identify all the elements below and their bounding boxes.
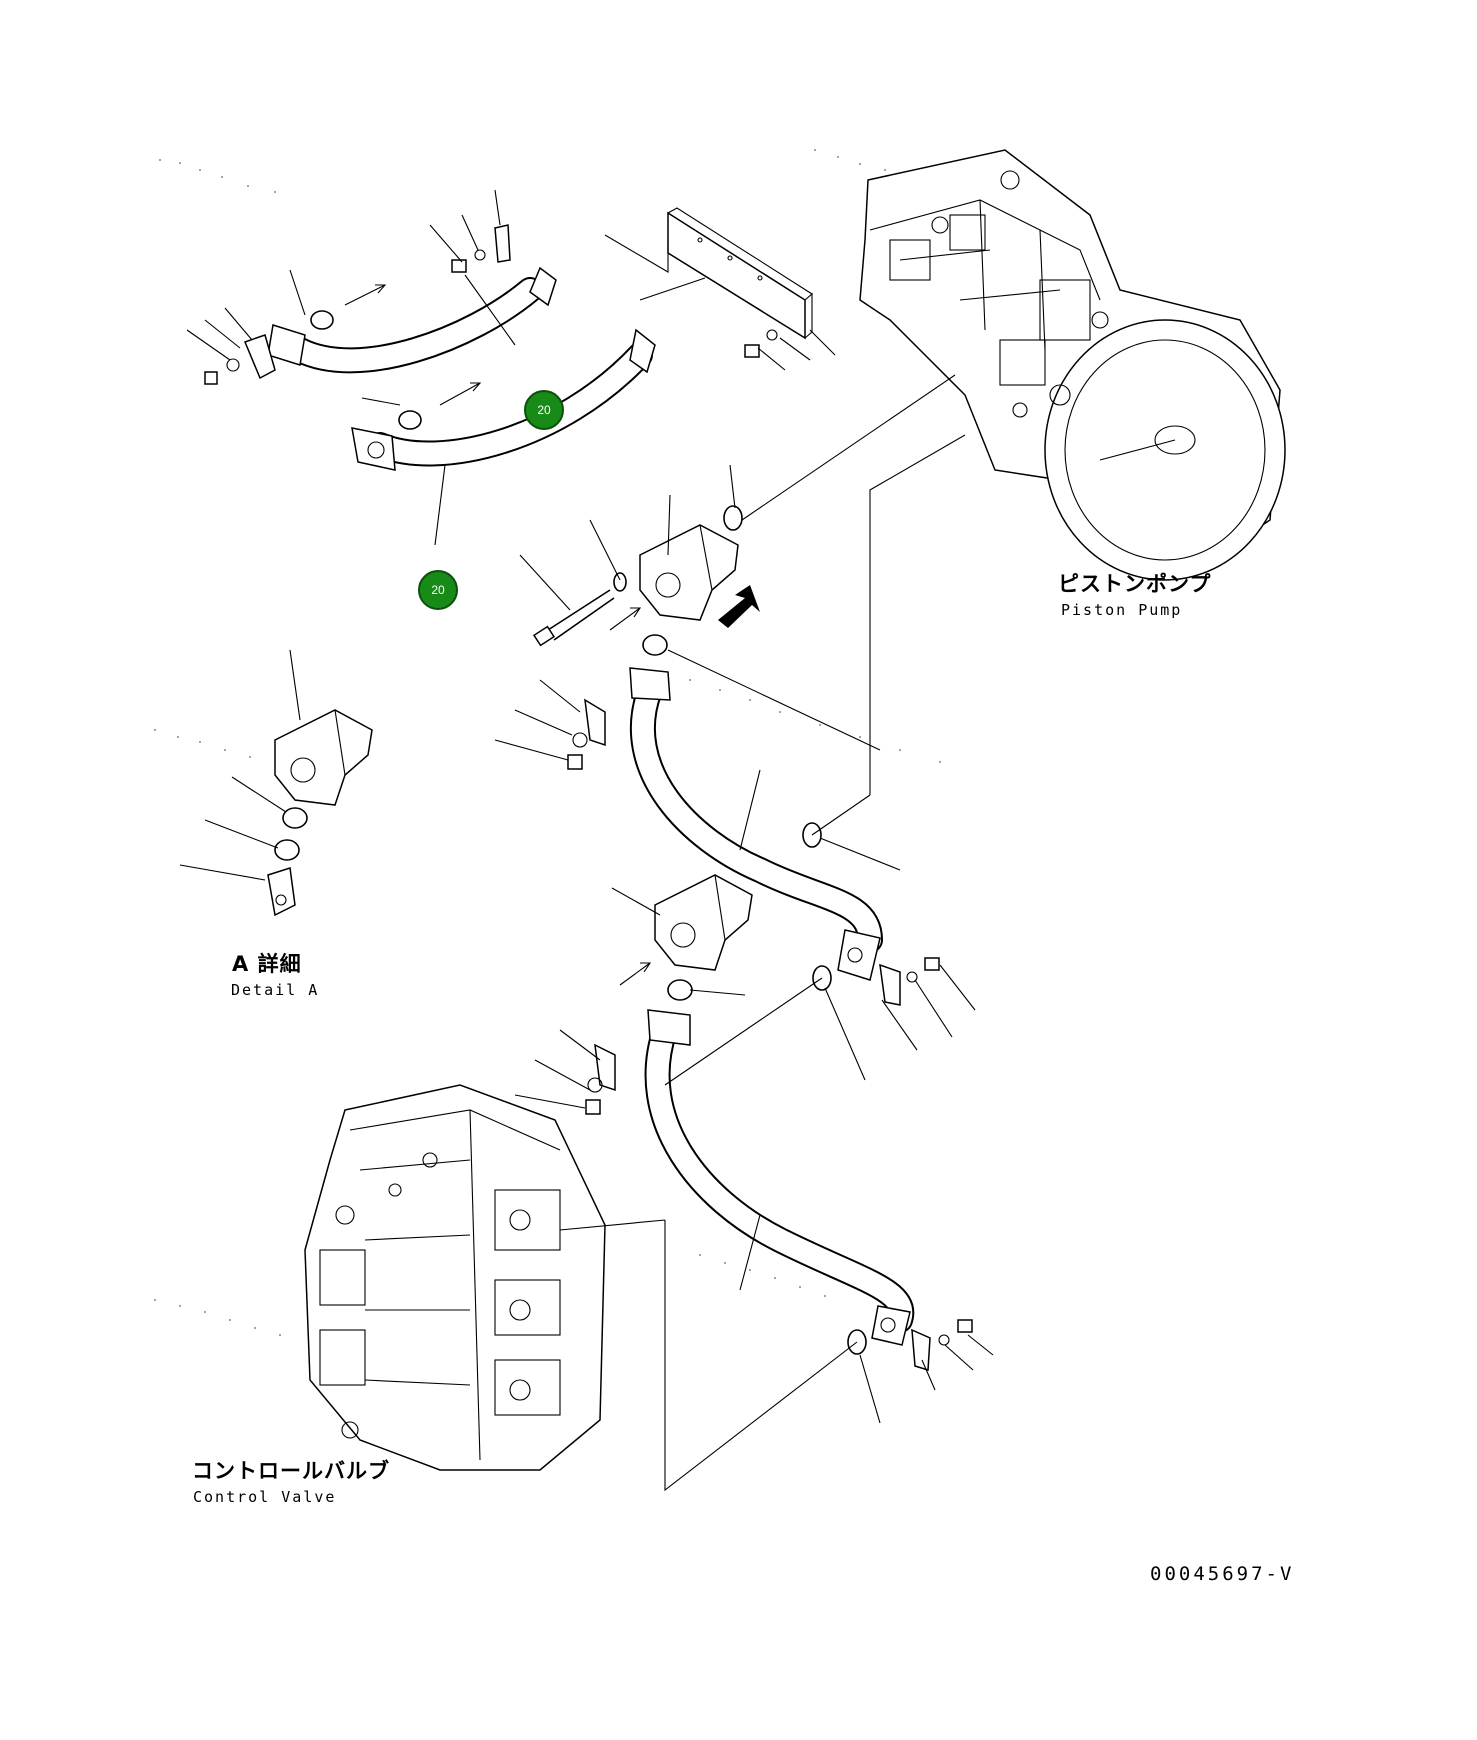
elbow-block-middle [654,874,753,971]
lower-hose [644,1009,915,1346]
detail-a-label-en: Detail A [231,981,320,999]
upper-hoses [267,266,656,471]
long-bolt [532,589,615,647]
piston-pump-label-jp: ピストンポンプ [1058,572,1212,596]
detail-a-label-jp: A 詳細 [232,952,302,976]
watermark-dots [154,149,941,1336]
connection-lines [559,234,966,1492]
control-valve-drawing [304,1084,606,1471]
flow-arrows [344,284,760,986]
detail-a-pointer-icon [718,585,760,628]
piston-pump-drawing [859,149,1286,581]
middle-hose [629,667,883,981]
piston-pump-label-en: Piston Pump [1061,601,1183,619]
callout-marker-20-lower[interactable]: 20 [418,570,458,610]
bracket-plate [667,207,813,340]
elbow-block-detail-a [274,709,373,806]
control-valve-label-jp: コントロールバルブ [192,1459,390,1483]
drawing-code: 00045697-V [1150,1563,1295,1585]
leader-lines [179,189,994,1424]
elbow-block-upper [639,524,739,621]
fasteners [204,224,973,1371]
control-valve-label-en: Control Valve [193,1488,337,1506]
callout-marker-20-upper[interactable]: 20 [524,390,564,430]
